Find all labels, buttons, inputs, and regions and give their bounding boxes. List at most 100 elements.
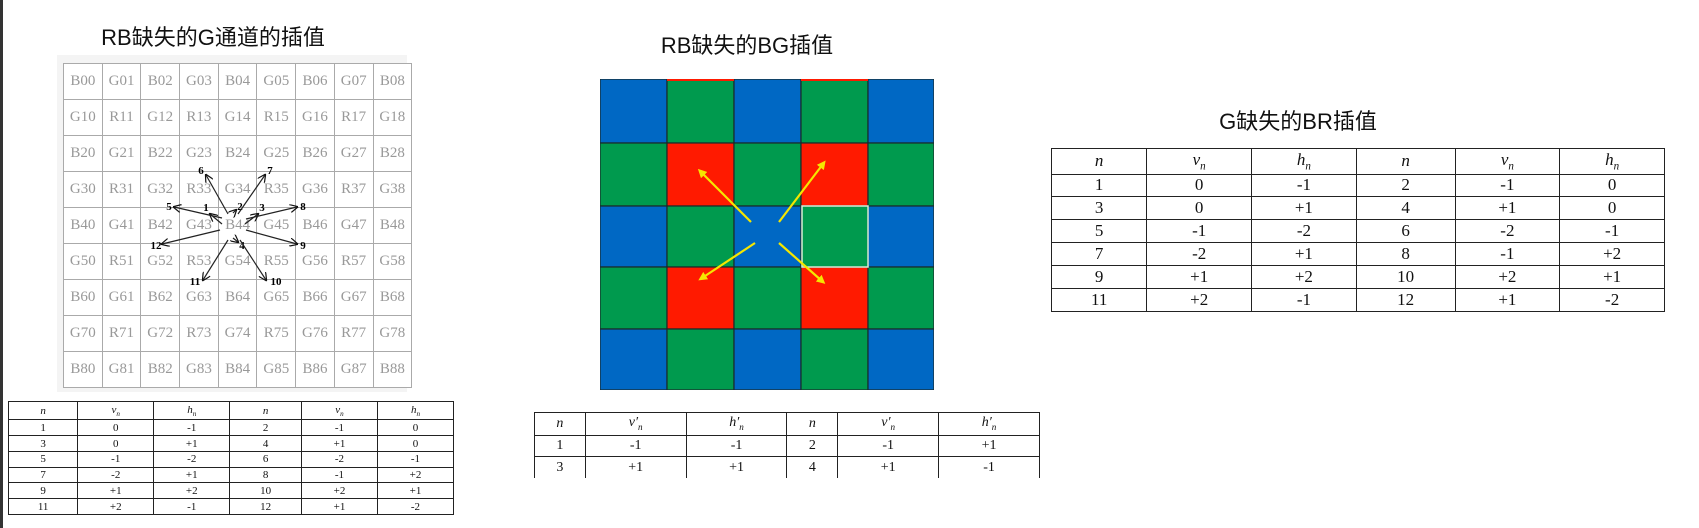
table-cell: -1 [1559, 219, 1665, 244]
grid-cell: G38 [372, 171, 413, 208]
arrow-3 [244, 214, 258, 225]
grid-cell: G87 [333, 351, 374, 388]
table-cell: 1 [7, 419, 79, 437]
grid-cell: B08 [372, 63, 413, 100]
grid-cell: G16 [295, 99, 335, 136]
grid-cell: R77 [333, 315, 374, 352]
table-cell: +1 [938, 434, 1040, 458]
table-cell: 10 [1355, 265, 1456, 290]
column-header: hn [1559, 148, 1665, 175]
selection-highlight [801, 205, 869, 268]
arrow-label-8: 8 [300, 201, 306, 213]
red-strip [667, 79, 734, 81]
grid-cell: G27 [333, 135, 374, 172]
grid-cell: B42 [140, 207, 181, 244]
arrow-10 [239, 239, 266, 280]
table-cell: -1 [153, 419, 231, 437]
bayer-cell-R [800, 142, 869, 207]
table-cell: +2 [1454, 265, 1561, 290]
table-cell: -1 [1146, 219, 1253, 244]
grid-cell: G54 [217, 243, 258, 280]
table-cell: 12 [229, 498, 302, 515]
grid-cell: R71 [101, 315, 142, 352]
table-cell: 1 [534, 434, 586, 458]
column-header: h′n [938, 412, 1040, 436]
table-cell: +1 [376, 482, 455, 500]
yellow-arrow-2 [778, 160, 826, 223]
grid-cell: B84 [217, 351, 258, 388]
table-cell: -1 [1454, 173, 1561, 198]
title-right: G缺失的BR插值 [1219, 109, 1377, 134]
bayer-cell-B [867, 328, 934, 390]
bayer-cell-B [867, 79, 934, 144]
arrow-12 [162, 229, 221, 244]
table-cell: 2 [229, 419, 302, 437]
arrow-label-7: 7 [267, 165, 273, 177]
table-cell: +1 [837, 456, 940, 478]
grid-cell: G01 [101, 63, 142, 100]
arrow-6 [206, 175, 229, 215]
table-cell: +1 [1559, 265, 1665, 290]
header-subscript: n [1613, 160, 1620, 173]
table-cell: +1 [153, 435, 231, 452]
table-cell: -1 [300, 466, 378, 484]
grid-cell: G30 [63, 171, 103, 208]
table-cell: 2 [786, 434, 839, 458]
table-cell: -2 [1251, 219, 1357, 244]
table-cell: -1 [1251, 288, 1357, 312]
table-cell: 5 [7, 450, 79, 468]
table-cell: +1 [153, 466, 231, 484]
grid-cell: G81 [101, 351, 142, 388]
arrow-2 [233, 210, 236, 213]
grid-cell: G12 [140, 99, 181, 136]
header-symbol: h [1605, 150, 1614, 170]
grid-cell: R57 [333, 243, 374, 280]
header-symbol: h′ [981, 415, 992, 431]
table-cell: 4 [229, 435, 302, 452]
bayer-cell-R [666, 266, 735, 330]
bayer-cell-R [666, 142, 735, 207]
header-symbol: v′ [881, 415, 891, 431]
bayer-cell-G [733, 266, 802, 330]
grid-cell: B82 [140, 351, 181, 388]
table-cell: 0 [1559, 173, 1665, 198]
header-symbol: n [262, 404, 269, 417]
column-header: hn [376, 400, 455, 421]
header-subscript: n [340, 409, 344, 418]
grid-cell: B88 [372, 351, 413, 388]
grid-cell: R73 [179, 315, 219, 352]
grid-cell: G61 [101, 279, 142, 316]
header-symbol: n [808, 415, 816, 431]
table-cell: 8 [1355, 242, 1456, 267]
column-header: h′n [685, 412, 788, 436]
table-cell: 7 [7, 466, 79, 484]
grid-cell: G07 [333, 63, 374, 100]
column-header: n [1355, 148, 1456, 175]
grid-cell: G34 [217, 171, 258, 208]
table-cell: -1 [300, 419, 378, 437]
table-cell: -1 [685, 434, 788, 458]
grid-cell: G67 [333, 279, 374, 316]
table-cell: 5 [1050, 219, 1148, 244]
yellow-arrow-1 [697, 168, 752, 223]
grid-cell: G25 [256, 135, 297, 172]
table-cell: -1 [376, 450, 455, 468]
arrow-label-12: 12 [151, 240, 163, 252]
grid-cell: B02 [140, 63, 181, 100]
bayer-cell-G [800, 205, 869, 268]
grid-cell: G32 [140, 171, 181, 208]
grid-cell: B26 [295, 135, 335, 172]
arrow-4 [233, 238, 238, 242]
table-cell: 4 [1355, 196, 1456, 221]
